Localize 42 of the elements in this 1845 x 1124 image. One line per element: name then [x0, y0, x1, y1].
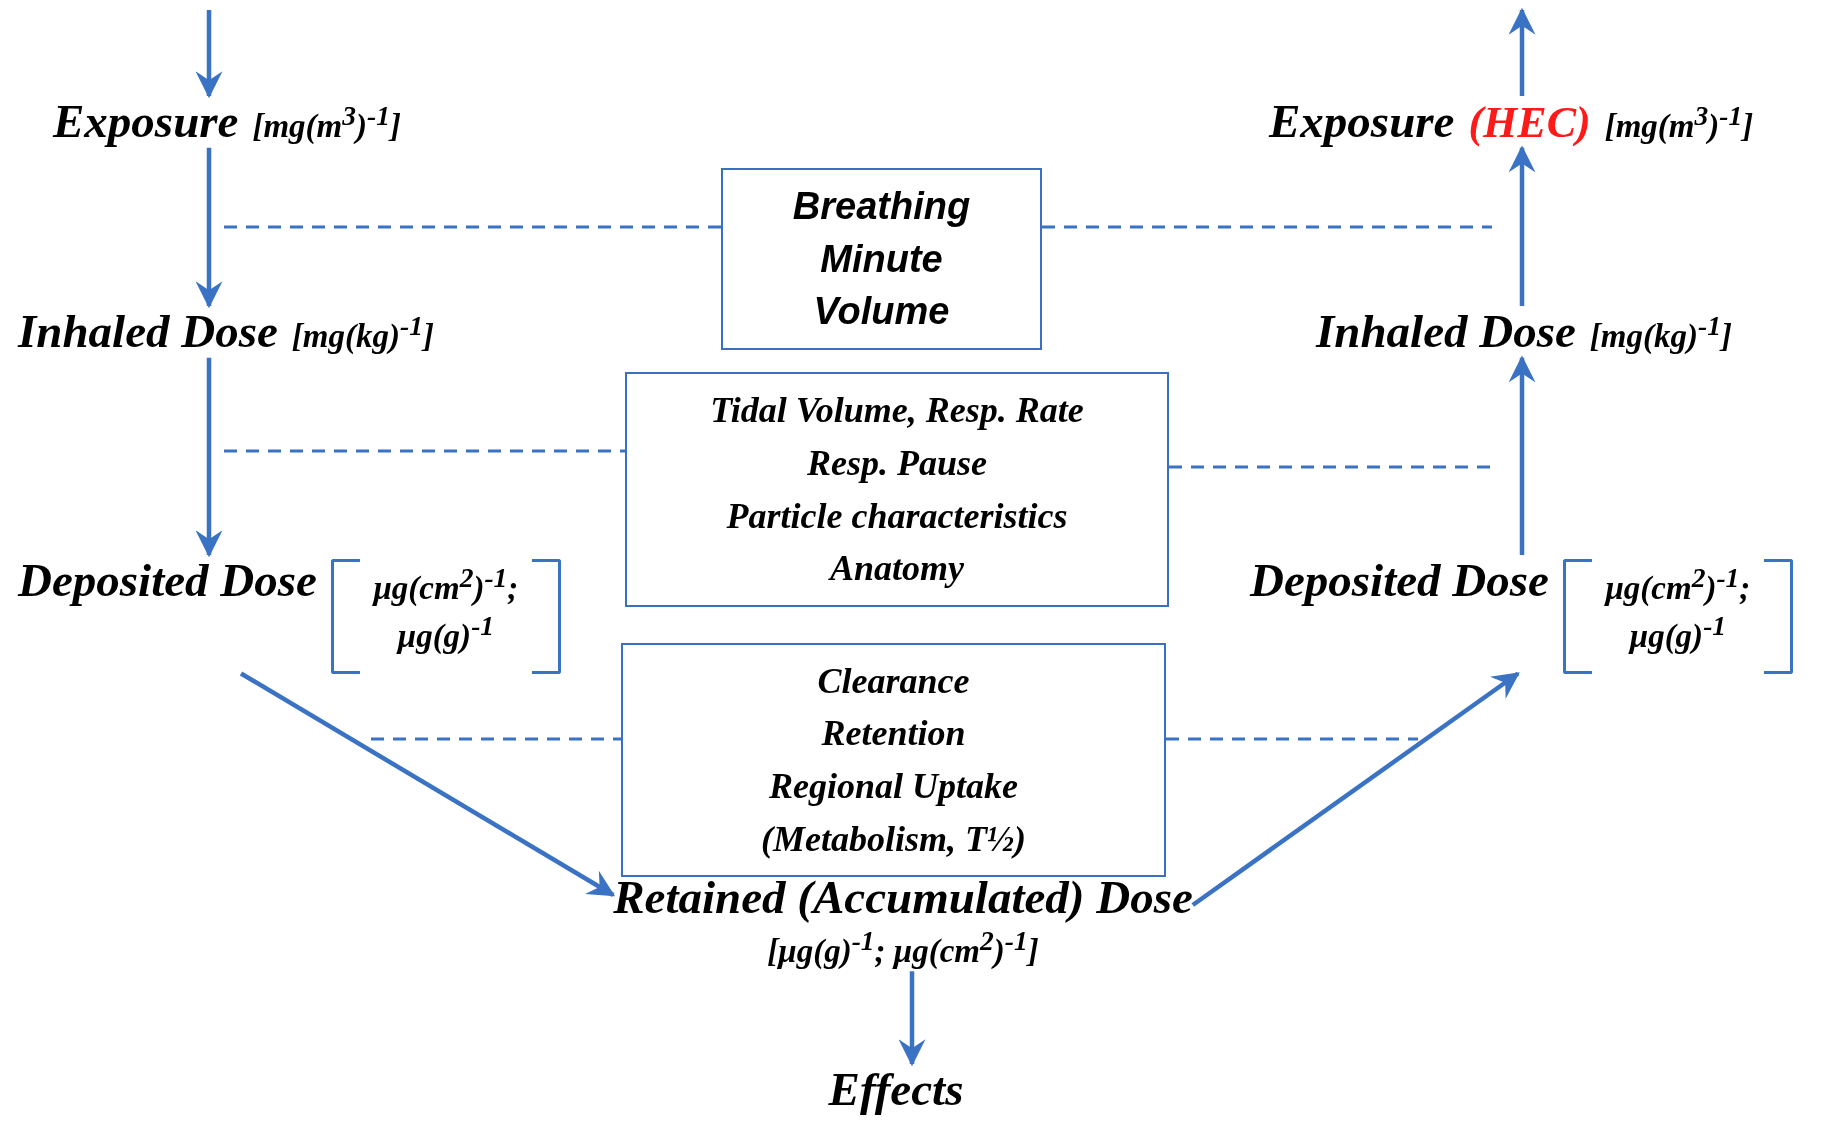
- factor-text: (Metabolism, T½): [761, 817, 1026, 861]
- dashed-line: [1042, 225, 1492, 229]
- factor-text: Resp. Pause: [807, 441, 987, 485]
- arrow: [898, 971, 926, 1067]
- factor-text: Anatomy: [830, 547, 964, 591]
- unit-label: [mg(m$^{3}$)$^{-1}$]: [252, 99, 401, 146]
- arrow: [239, 671, 616, 897]
- unit-label: [μg(g)$^{-1}$; μg(cm$^{2}$)$^{-1}$]: [767, 923, 1039, 971]
- factor-text: Retention: [821, 712, 966, 756]
- factor-box: [621, 643, 1166, 877]
- arrow: [195, 357, 223, 558]
- node-label: Exposure: [1269, 96, 1455, 148]
- node-label: Retained (Accumulated) Dose: [613, 872, 1193, 924]
- node-label: Inhaled Dose: [18, 306, 278, 358]
- dashed-line: [371, 737, 621, 741]
- unit-label: [mg(kg)$^{-1}$]: [1589, 309, 1732, 356]
- node-label: Exposure: [53, 96, 239, 148]
- arrow: [195, 10, 223, 99]
- factor-text: Particle characteristics: [726, 494, 1068, 538]
- dashed-line: [1166, 737, 1418, 741]
- node-label: Deposited Dose: [18, 555, 317, 607]
- arrow: [1508, 7, 1536, 96]
- arrow: [1508, 355, 1536, 555]
- factor-text: Breathing Minute Volume: [791, 184, 972, 335]
- factor-box: [625, 372, 1169, 607]
- factor-text: Clearance: [817, 659, 970, 703]
- dashed-line: [224, 449, 625, 453]
- factor-box: [721, 168, 1042, 350]
- factor-text: Tidal Volume, Resp. Rate: [710, 389, 1084, 433]
- factor-text: Regional Uptake: [769, 765, 1018, 808]
- bracketed-unit-label: μg(cm$^{2}$)$^{-1}$; μg(g)$^{-1}$: [1562, 559, 1793, 674]
- arrow: [1508, 145, 1536, 306]
- bracketed-unit-label: μg(cm$^{2}$)$^{-1}$; μg(g)$^{-1}$: [330, 559, 561, 674]
- node-label: Inhaled Dose: [1316, 306, 1576, 358]
- arrow: [195, 147, 223, 309]
- dashed-line: [224, 225, 721, 229]
- arrow: [1191, 671, 1520, 907]
- node-label: Deposited Dose: [1250, 555, 1549, 607]
- unit-label: [mg(kg)$^{-1}$]: [291, 309, 434, 356]
- unit-label: [mg(m$^{3}$)$^{-1}$]: [1604, 99, 1754, 146]
- node-label: Effects: [828, 1064, 964, 1116]
- qualifier-label: (HEC): [1468, 99, 1591, 148]
